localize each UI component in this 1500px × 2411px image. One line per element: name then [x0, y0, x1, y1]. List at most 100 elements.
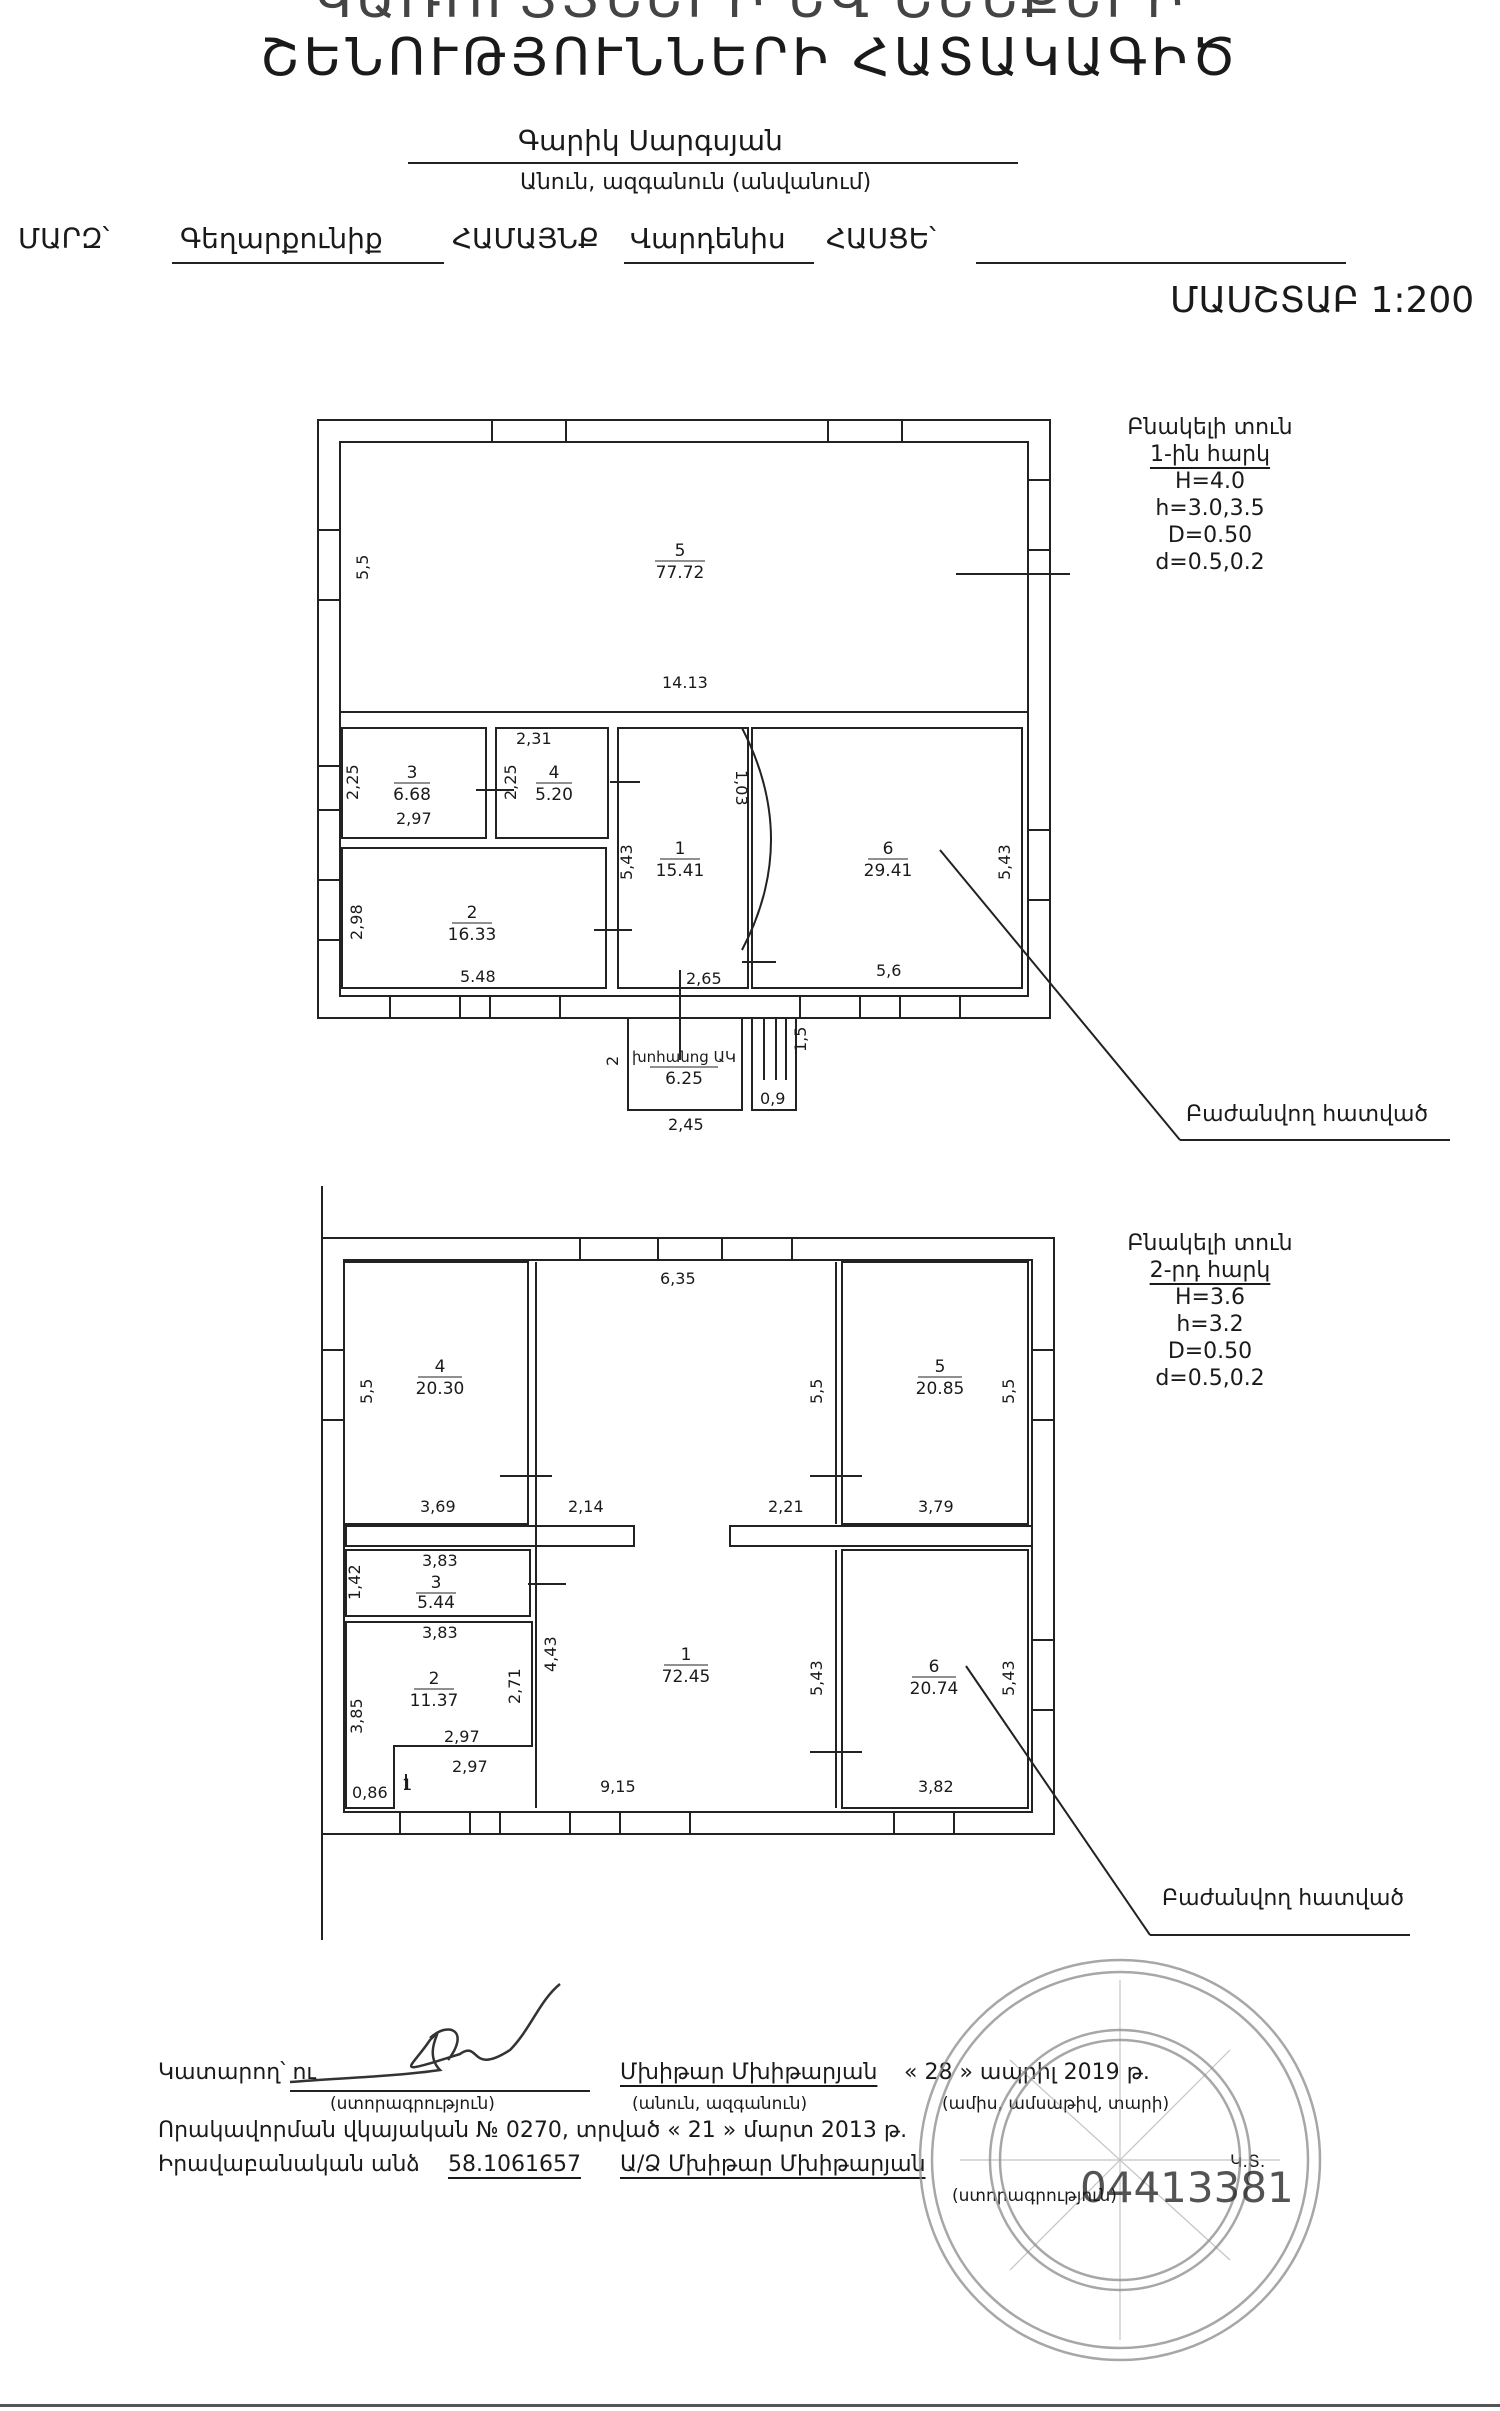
document-title-line1: ԿԱՌՈՒՅՑՆԵՐԻ ԵՎ ՇԵՆՔԵՐԻ [313, 0, 1187, 30]
tin-label: Իրավաբանական անձ [158, 2152, 420, 2177]
floor1-dim: 2,31 [516, 729, 552, 748]
floor1-room-area: 5.20 [535, 785, 573, 805]
floor1-room-labels: 5 77.72 3 6.68 4 5.20 1 15.41 6 29.41 2 … [393, 541, 912, 1089]
region-underline [172, 262, 444, 264]
floor1-legend-h: h=3.0,3.5 [1155, 496, 1265, 521]
floor1-dim: 2,98 [347, 904, 366, 940]
floor2-legend-floor: 2-րդ հարկ [1149, 1258, 1271, 1283]
floor1-stair [751, 1017, 797, 1111]
floor1-dim: 2,25 [343, 764, 362, 800]
floor1-curved-wall [741, 727, 772, 951]
floor2-dim: 1,42 [345, 1564, 364, 1600]
floor2-dim: 0,86 [352, 1783, 388, 1802]
floor1-dim: 2,45 [668, 1115, 704, 1134]
floor1-room3 [341, 727, 487, 839]
owner-name: Գարիկ Սարգսյան [518, 124, 783, 157]
floor1-legend: Բնակելի տուն 1-ին հարկ H=4.0 h=3.0,3.5 D… [1110, 414, 1310, 576]
floor1-room-num: 2 [467, 903, 478, 923]
floor1-room-num: 5 [675, 541, 686, 561]
floor2-dim: 9,15 [600, 1777, 636, 1796]
floor1-room-num: 4 [549, 763, 560, 783]
floor1-dim: 5,43 [995, 844, 1014, 880]
floor2-dim: 4,43 [541, 1636, 560, 1672]
floor1-room6 [751, 727, 1023, 989]
floor1-dim: 5,6 [876, 961, 901, 980]
floor2-dim: 5,43 [807, 1660, 826, 1696]
floor1-room-area: 6.68 [393, 785, 431, 805]
floor2-dim: 5,5 [807, 1379, 826, 1404]
floor2-section-label: Բաժանվող հատված [1162, 1886, 1405, 1911]
floor2-room-area: 11.37 [410, 1691, 459, 1711]
floor2-outer-wall [321, 1237, 1055, 1835]
floor1-room-area: 15.41 [656, 861, 705, 881]
floor1-room-area: 6.25 [665, 1069, 703, 1089]
floor2-room-num: 4 [435, 1357, 446, 1377]
floor2-dim: 3,83 [422, 1551, 458, 1570]
floor1-dim: 2,97 [396, 809, 432, 828]
floor2-dim: 5,43 [999, 1660, 1018, 1696]
owner-underline [408, 162, 1018, 164]
floor2-dim: 3,79 [918, 1497, 954, 1516]
floor1-legend-H: H=4.0 [1175, 469, 1245, 494]
floor2-legend-title: Բնակելի տուն [1127, 1231, 1293, 1256]
floor2-room-num: 1 [681, 1645, 692, 1665]
floor2-room-num: 5 [935, 1357, 946, 1377]
executor-name: Մխիթար Մխիթարյան [620, 2060, 878, 2085]
address-label: ՀԱՍՑԵ՝ [826, 222, 936, 255]
floor2-room-area: 20.74 [910, 1679, 959, 1699]
floor2-room-area: 5.44 [417, 1593, 455, 1613]
floor2-dim: 2,71 [505, 1668, 524, 1704]
floor1-dim: 0,9 [760, 1089, 785, 1108]
floor1-legend-D: D=0.50 [1167, 523, 1253, 548]
floor2-room-area: 72.45 [662, 1667, 711, 1687]
floor1-kitchen [627, 1017, 743, 1111]
floor1-room1 [617, 727, 749, 989]
community-underline [624, 262, 814, 264]
floor2-plan: 6,35 5,5 5,5 5,5 3,69 2,14 2,21 3,79 3,8… [321, 1186, 1410, 1940]
stamp-number: 04413381 [1080, 2163, 1294, 2212]
floor2-partition-left [345, 1525, 635, 1547]
floor1-room-num: 3 [407, 763, 418, 783]
signature-caption: (ստորագրություն) [330, 2094, 495, 2114]
region-label: ՄԱՐԶ՝ [18, 222, 110, 255]
floor2-room-num: 2 [429, 1669, 440, 1689]
floor1-legend-d: d=0.5,0.2 [1155, 550, 1265, 575]
floor2-legend-d: d=0.5,0.2 [1155, 1366, 1265, 1391]
region-value: Գեղարքունիք [180, 222, 383, 255]
floor2-dim-labels: 6,35 5,5 5,5 5,5 3,69 2,14 2,21 3,79 3,8… [345, 1269, 1018, 1802]
floor2-partition-right [729, 1525, 1033, 1547]
floor2-room2 [345, 1621, 533, 1809]
floor2-dim: 3,83 [422, 1623, 458, 1642]
floor2-room6 [841, 1549, 1029, 1809]
floor1-dim: 1,5 [791, 1027, 810, 1052]
official-stamp-icon: 04413381 [918, 1958, 1322, 2362]
floor1-section-label: Բաժանվող հատված [1186, 1102, 1429, 1127]
floor2-dim: 3,82 [918, 1777, 954, 1796]
document-title-line2: ՇԵՆՈՒԹՅՈՒՆՆԵՐԻ ՀԱՏԱԿԱԳԻԾ [260, 28, 1240, 88]
name-caption: (անուն, ազգանուն) [632, 2094, 808, 2114]
floor2-room-num: 6 [929, 1657, 940, 1677]
floor1-room-area: 77.72 [656, 563, 705, 583]
floor1-dim: 5,5 [353, 555, 372, 580]
executor-label: Կատարող՝ ու [158, 2060, 316, 2085]
address-underline [976, 262, 1346, 264]
floor2-dim: 2,14 [568, 1497, 604, 1516]
entity-name: Ա/Ձ Մխիթար Մխիթարյան [620, 2152, 926, 2177]
floor2-dim: 3,85 [347, 1698, 366, 1734]
floor1-outer-wall [317, 419, 1051, 1019]
floor1-dim: 5,43 [617, 844, 636, 880]
floor2-dim: 1 [402, 1775, 412, 1794]
date-caption: (ամիս, ամսաթիվ, տարի) [942, 2094, 1170, 2114]
executor-signature-line [290, 2090, 590, 2092]
floor2-legend: Բնակելի տուն 2-րդ հարկ H=3.6 h=3.2 D=0.5… [1110, 1230, 1310, 1392]
floor1-room-area: 16.33 [448, 925, 497, 945]
floor1-dim: 1,03 [732, 770, 751, 806]
floor2-room-labels: 4 20.30 5 20.85 3 5.44 1 72.45 2 11.37 6… [410, 1357, 965, 1711]
page-bottom-border [0, 2404, 1500, 2407]
floor1-dim-labels: 5,5 14.13 2,31 2,25 2,25 2,97 1,03 5,43 … [343, 555, 1014, 1134]
floor1-inner-wall [339, 441, 1029, 997]
floor2-legend-H: H=3.6 [1175, 1285, 1245, 1310]
floor2-dim: 3,69 [420, 1497, 456, 1516]
floor1-room-num: խոհանոց ԱԿ [632, 1048, 736, 1066]
floor2-dim: 5,5 [357, 1379, 376, 1404]
